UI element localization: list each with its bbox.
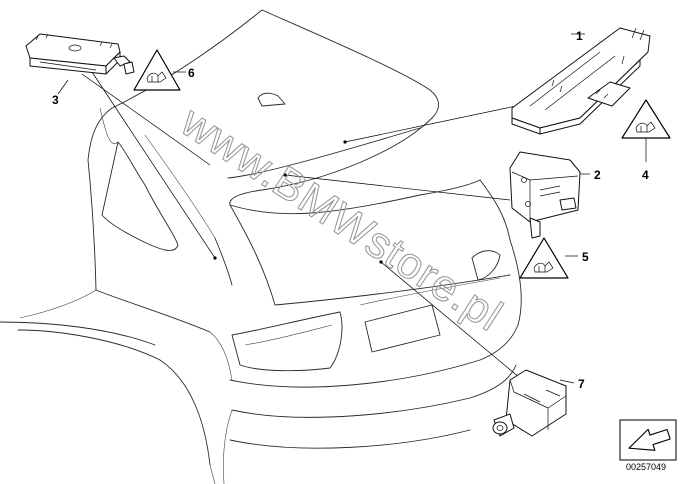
- warning-triangle-6: [133, 49, 181, 91]
- part-7-sensor: [492, 369, 567, 437]
- callout-labels: 1 2 3 4 5 6 7: [52, 29, 649, 391]
- warning-triangle-4: [621, 99, 671, 139]
- leader-lines: [57, 33, 647, 384]
- callout-1: 1: [576, 29, 583, 43]
- callout-7: 7: [578, 377, 585, 391]
- watermark: www.BMWstore.pl: [172, 97, 511, 341]
- part-2-module: [509, 151, 581, 239]
- part-3-antenna-module: [25, 33, 135, 75]
- callout-4: 4: [642, 168, 649, 182]
- callout-2: 2: [594, 168, 601, 182]
- warning-triangle-5: [519, 237, 569, 279]
- arrow-icon: [628, 428, 671, 451]
- callout-5: 5: [582, 250, 589, 264]
- callout-3: 3: [52, 93, 59, 107]
- part-1-control-unit: [511, 27, 651, 135]
- vehicle-outline: [0, 9, 522, 484]
- document-number: 00257049: [626, 462, 666, 472]
- document-badge: 00257049: [619, 419, 677, 472]
- callout-6: 6: [188, 66, 195, 80]
- attachment-points: [213, 140, 383, 264]
